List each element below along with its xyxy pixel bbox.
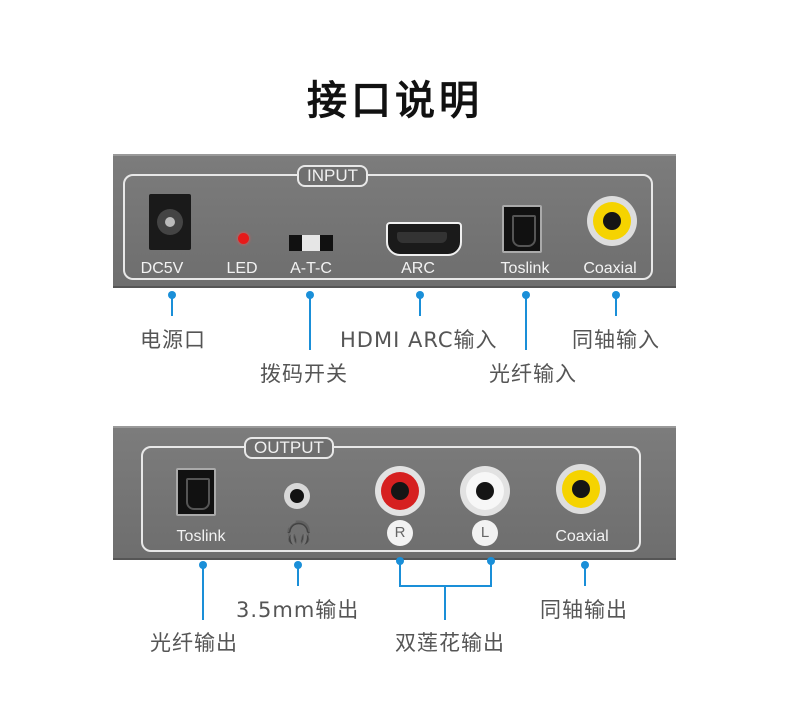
badge-l: L xyxy=(472,520,498,546)
badge-r: R xyxy=(387,520,413,546)
optical-out-callout: 光纤输出 xyxy=(150,631,238,655)
toslink-in-label: Toslink xyxy=(500,260,550,277)
optical-out-line xyxy=(202,566,204,620)
headphone-dot xyxy=(294,561,302,569)
headphone-jack xyxy=(284,483,310,509)
output-label: OUTPUT xyxy=(244,437,334,459)
dip-dot xyxy=(306,291,314,299)
arc-label: ARC xyxy=(401,260,435,277)
coaxial-in-line xyxy=(615,296,617,316)
arc-line xyxy=(419,296,421,316)
rca-r-dot xyxy=(396,557,404,565)
coaxial-in-dot xyxy=(612,291,620,299)
input-panel: INPUT DC5V LED A-T-C ARC Toslink Coaxial xyxy=(113,154,676,288)
rca-l-dot xyxy=(487,557,495,565)
optical-in-dot xyxy=(522,291,530,299)
coaxial-out-line xyxy=(584,566,586,586)
power-callout: 电源口 xyxy=(140,328,206,352)
rca-l-port xyxy=(460,466,510,516)
input-label: INPUT xyxy=(297,165,368,187)
dip-callout: 拨码开关 xyxy=(260,362,348,386)
rca-l-line xyxy=(490,562,492,586)
headphone-callout: 3.5mm输出 xyxy=(236,598,360,622)
toslink-out-label: Toslink xyxy=(176,528,226,545)
rca-r-line xyxy=(399,562,401,586)
coaxial-out-label: Coaxial xyxy=(555,528,609,545)
coaxial-out-dot xyxy=(581,561,589,569)
arc-dot xyxy=(416,291,424,299)
coaxial-in-label: Coaxial xyxy=(583,260,637,277)
coaxial-out-callout: 同轴输出 xyxy=(540,598,628,622)
dc-power-jack xyxy=(149,194,191,250)
output-panel: OUTPUT 🎧 R L Toslink Coaxial xyxy=(113,426,676,560)
rca-r-port xyxy=(375,466,425,516)
input-frame xyxy=(123,174,653,280)
coaxial-in-callout: 同轴输入 xyxy=(572,328,660,352)
power-line xyxy=(171,296,173,316)
dip-line xyxy=(309,296,311,350)
hdmi-arc-port xyxy=(386,222,462,256)
headphone-icon: 🎧 xyxy=(285,521,313,546)
power-dot xyxy=(168,291,176,299)
coaxial-out-port xyxy=(556,464,606,514)
led-label: LED xyxy=(226,260,258,277)
optical-in-line xyxy=(525,296,527,350)
toslink-in-port xyxy=(502,205,542,253)
optical-out-dot xyxy=(199,561,207,569)
dc-label: DC5V xyxy=(140,260,184,277)
headphone-line xyxy=(297,566,299,586)
led-indicator xyxy=(238,233,249,244)
dip-label: A-T-C xyxy=(290,260,332,277)
page-title: 接口说明 xyxy=(307,78,483,124)
rca-stem xyxy=(444,586,446,620)
rca-callout: 双莲花输出 xyxy=(395,631,505,655)
coaxial-in-port xyxy=(587,196,637,246)
output-frame xyxy=(141,446,641,552)
optical-in-callout: 光纤输入 xyxy=(489,362,577,386)
arc-callout: HDMI ARC输入 xyxy=(340,328,498,352)
dip-switch[interactable] xyxy=(289,235,333,251)
toslink-out-port xyxy=(176,468,216,516)
